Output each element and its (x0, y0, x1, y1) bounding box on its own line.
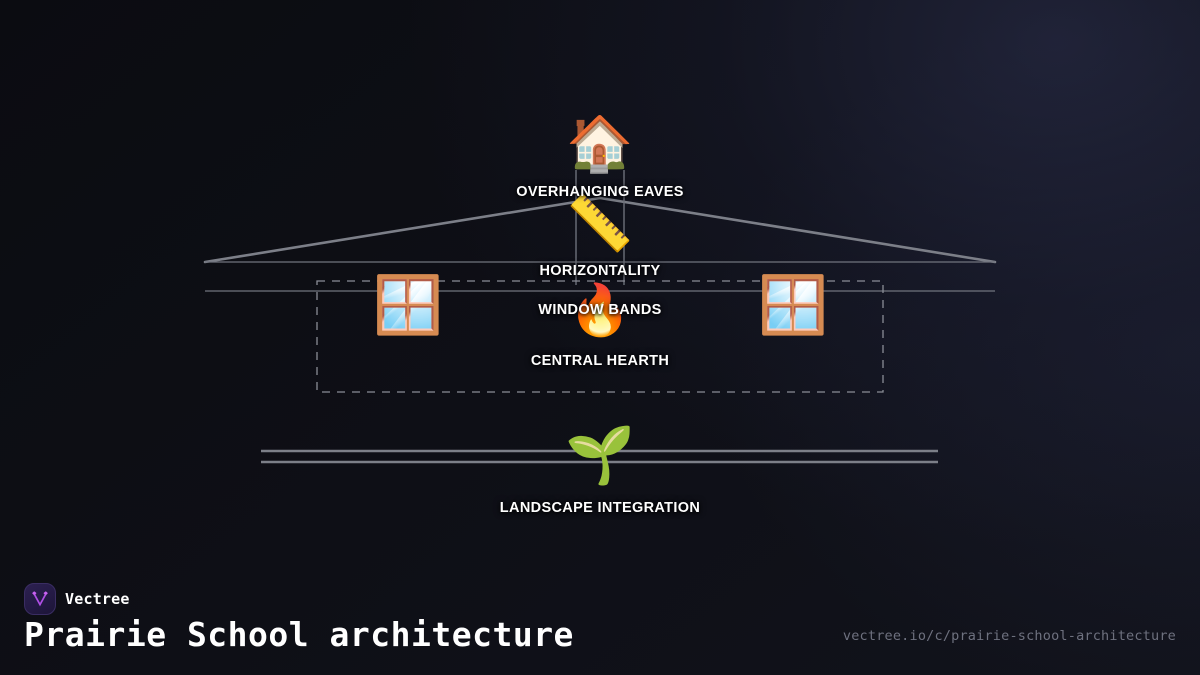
window-icon: 🪟 (373, 273, 443, 338)
house-icon: 🏠 (566, 112, 634, 175)
roof-line-left (203, 196, 602, 264)
brand[interactable]: Vectree (24, 583, 130, 615)
node-horizontality[interactable]: 📏 (566, 197, 633, 251)
roof-line-right (598, 196, 997, 264)
label-window-bands: WINDOW BANDS (538, 302, 661, 318)
node-landscape-integration[interactable]: 🌱 (565, 428, 635, 484)
node-label-text: HORIZONTALITY (539, 263, 661, 279)
node-label-text: OVERHANGING EAVES (516, 184, 684, 200)
label-overhanging-eaves: OVERHANGING EAVES (516, 184, 684, 200)
fire-icon: 🔥 (568, 281, 632, 339)
label-horizontality: HORIZONTALITY (539, 263, 660, 279)
window-icon: 🪟 (758, 273, 828, 338)
straight-ruler-icon: 📏 (566, 192, 634, 255)
window-left[interactable]: 🪟 (373, 278, 443, 334)
brand-name: Vectree (65, 590, 130, 608)
node-window-bands[interactable]: 🔥 (569, 285, 631, 335)
footer: Vectree Prairie School architecture vect… (0, 565, 1200, 675)
node-label-text: LANDSCAPE INTEGRATION (499, 500, 701, 516)
window-right[interactable]: 🪟 (758, 278, 828, 334)
seedling-icon: 🌱 (565, 423, 635, 488)
label-landscape-integration: LANDSCAPE INTEGRATION (500, 500, 700, 516)
label-central-hearth: CENTRAL HEARTH (531, 353, 669, 369)
node-overhanging-eaves[interactable]: 🏠 (566, 117, 633, 171)
node-label-text: CENTRAL HEARTH (530, 353, 670, 369)
page-title: Prairie School architecture (24, 615, 574, 654)
footer-url: vectree.io/c/prairie-school-architecture (842, 628, 1176, 644)
node-label-text: WINDOW BANDS (538, 302, 662, 318)
plan-outline (316, 280, 884, 393)
vectree-v-logo-icon (24, 583, 56, 615)
